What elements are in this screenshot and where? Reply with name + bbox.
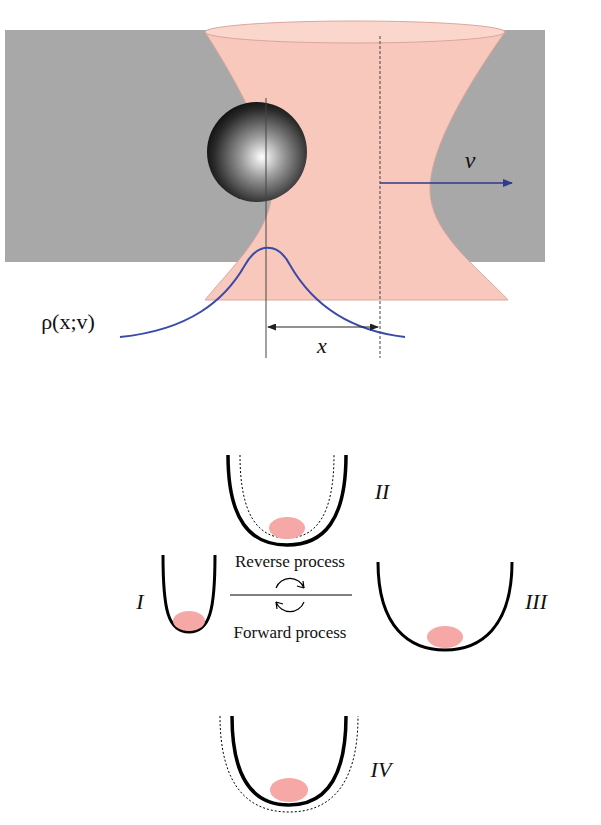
displacement-label: x <box>317 335 327 357</box>
cycle-arrow <box>276 602 304 612</box>
distribution-curve <box>120 248 405 337</box>
cycle-arrowhead <box>276 602 283 609</box>
state-label: I <box>136 591 143 613</box>
previous-well <box>240 455 334 538</box>
potential-well <box>378 562 512 650</box>
particle-cloud <box>270 778 308 802</box>
velocity-arrow <box>380 182 512 184</box>
particle-cloud <box>173 611 205 631</box>
potential-well <box>232 716 346 805</box>
cycle-arrow <box>276 578 304 588</box>
laser-beam <box>205 32 508 300</box>
state-label: III <box>525 591 547 613</box>
particle-cloud <box>427 626 463 648</box>
beam-top <box>205 21 505 43</box>
process-label: Reverse process <box>232 553 348 570</box>
trap-center-line <box>380 36 381 358</box>
velocity-label: v <box>465 148 476 172</box>
potential-well <box>228 455 346 545</box>
particle-cloud <box>269 517 305 539</box>
distribution-label: ρ(x;v) <box>41 311 95 333</box>
state-label: IV <box>371 759 392 781</box>
previous-well <box>220 716 358 812</box>
trapped-bead <box>207 102 307 202</box>
potential-well <box>163 555 215 632</box>
divider-line <box>230 595 352 596</box>
cycle-arrowhead <box>297 581 304 588</box>
process-label: Forward process <box>231 624 350 641</box>
displacement-arrow <box>268 327 378 328</box>
state-label: II <box>375 481 390 503</box>
bead-center-line <box>266 98 267 358</box>
